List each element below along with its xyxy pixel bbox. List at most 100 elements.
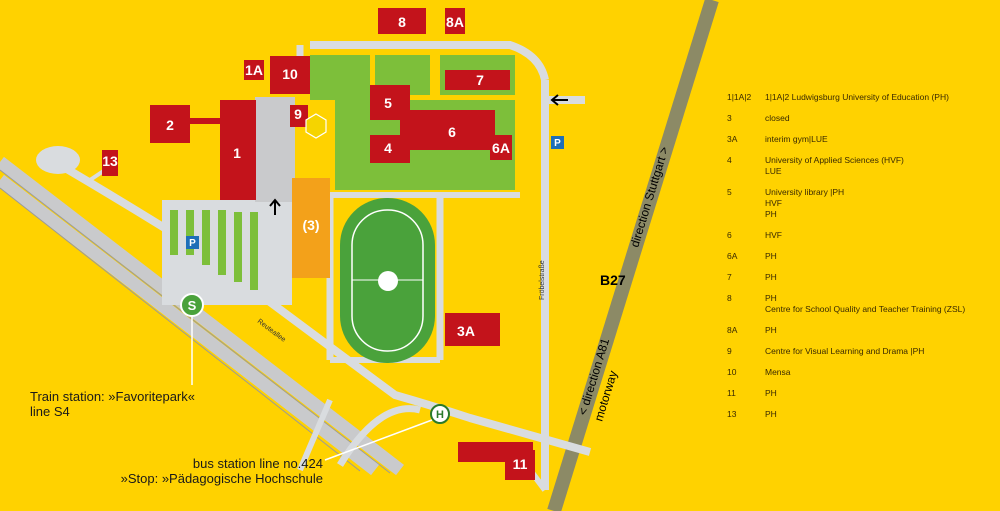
svg-text:1A: 1A xyxy=(245,62,263,78)
svg-text:(3): (3) xyxy=(302,217,319,233)
svg-text:1: 1 xyxy=(233,145,241,161)
svg-text:5: 5 xyxy=(384,95,392,111)
svg-text:6: 6 xyxy=(448,124,456,140)
svg-text:2: 2 xyxy=(166,117,174,133)
building-6 xyxy=(400,110,495,150)
svg-text:3A: 3A xyxy=(457,323,475,339)
road-label-b27: B27 xyxy=(600,272,626,288)
buildings xyxy=(102,8,535,480)
legend-description-line: Mensa xyxy=(765,367,791,377)
legend-description-line: PH xyxy=(765,293,777,303)
legend-code: 4 xyxy=(727,155,732,165)
svg-text:8A: 8A xyxy=(446,14,464,30)
svg-text:4: 4 xyxy=(384,140,392,156)
legend-code: 10 xyxy=(727,367,737,377)
legend-description-line: 1|1A|2 Ludwigsburg University of Educati… xyxy=(765,92,949,102)
svg-text:13: 13 xyxy=(102,153,118,169)
legend-description: PH xyxy=(765,325,997,336)
bus-station-icon: H xyxy=(324,404,450,461)
legend-description-line: Centre for Visual Learning and Drama |PH xyxy=(765,346,925,356)
svg-text:10: 10 xyxy=(282,66,298,82)
legend-code: 7 xyxy=(727,272,732,282)
legend-row: 6A PH xyxy=(727,251,997,262)
legend-code: 6 xyxy=(727,230,732,240)
legend-code: 1|1A|2 xyxy=(727,92,752,102)
legend-description-line: PH xyxy=(765,251,777,261)
building-13 xyxy=(102,150,118,176)
turnaround xyxy=(36,146,80,174)
legend-description: PH xyxy=(765,388,997,399)
svg-text:11: 11 xyxy=(513,456,528,472)
svg-text:6A: 6A xyxy=(492,140,510,156)
legend-code: 3 xyxy=(727,113,732,123)
building-9 xyxy=(290,105,308,127)
legend-description-line: PH xyxy=(765,272,777,282)
sports-field xyxy=(340,198,435,363)
building-6a xyxy=(490,135,512,160)
building-1-court xyxy=(255,97,295,202)
building-2-link xyxy=(190,118,220,124)
legend-description-line: interim gym|LUE xyxy=(765,134,828,144)
building-1 xyxy=(220,100,256,200)
road-label-stuttgart: direction Stuttgart > xyxy=(627,145,671,249)
building-7 xyxy=(445,70,510,90)
svg-text:P: P xyxy=(554,138,561,149)
legend-row: 11 PH xyxy=(727,388,997,399)
road-label-reuteallee: Reuteallee xyxy=(256,318,287,344)
legend-description-line: PH xyxy=(765,325,777,335)
legend-row: 8A PH xyxy=(727,325,997,336)
legend-row: 1|1A|2 1|1A|2 Ludwigsburg University of E… xyxy=(727,92,997,103)
legend-description: interim gym|LUE xyxy=(765,134,997,145)
legend-row: 13 PH xyxy=(727,409,997,420)
legend-code: 8 xyxy=(727,293,732,303)
legend-description: 1|1A|2 Ludwigsburg University of Educati… xyxy=(765,92,997,103)
legend-description-line: LUE xyxy=(765,166,782,176)
legend-description: PH xyxy=(765,272,997,283)
svg-text:H: H xyxy=(436,409,444,421)
railway xyxy=(0,156,404,476)
legend-description-line: HVF xyxy=(765,230,782,240)
svg-text:7: 7 xyxy=(476,72,484,88)
building-8a xyxy=(445,8,465,34)
legend-description-line: Centre for School Quality and Teacher Tr… xyxy=(765,304,966,314)
legend-description: PH xyxy=(765,251,997,262)
legend-row: 4 University of Applied Sciences (HVF)LUE xyxy=(727,155,997,177)
building-legend: 1|1A|2 1|1A|2 Ludwigsburg University of E… xyxy=(727,92,997,430)
legend-row: 3 closed xyxy=(727,113,997,124)
entrance-arrows xyxy=(269,94,568,215)
building-3a xyxy=(445,313,500,346)
legend-description: University of Applied Sciences (HVF)LUE xyxy=(765,155,997,177)
bus-station-label: bus station line no.424 Stop: »Pädagogis… xyxy=(120,456,323,486)
legend-code: 6A xyxy=(727,251,738,261)
legend-description-line: HVF xyxy=(765,198,782,208)
legend-code: 9 xyxy=(727,346,732,356)
building-11-b xyxy=(505,450,535,480)
road-label-froebel: Fröbelstraße xyxy=(539,260,546,300)
legend-code: 8A xyxy=(727,325,738,335)
legend-row: 10 Mensa xyxy=(727,367,997,378)
legend-description: closed xyxy=(765,113,997,124)
legend-description-line: University of Applied Sciences (HVF) xyxy=(765,155,904,165)
legend-description-line: closed xyxy=(765,113,790,123)
legend-description: Mensa xyxy=(765,367,997,378)
legend-code: 11 xyxy=(727,388,736,398)
legend-code: 13 xyxy=(727,409,737,419)
highway-b27 xyxy=(547,0,719,511)
parking-sign-1: P xyxy=(186,236,199,249)
building-1a xyxy=(244,60,264,80)
svg-text:9: 9 xyxy=(294,106,302,122)
legend-description-line: PH xyxy=(765,409,777,419)
legend-description-line: PH xyxy=(765,209,777,219)
building-3-closed xyxy=(292,178,330,278)
legend-row: 7 PH xyxy=(727,272,997,283)
dome-icon xyxy=(305,113,327,139)
legend-row: 9 Centre for Visual Learning and Drama |P… xyxy=(727,346,997,357)
legend-code: 5 xyxy=(727,187,732,197)
